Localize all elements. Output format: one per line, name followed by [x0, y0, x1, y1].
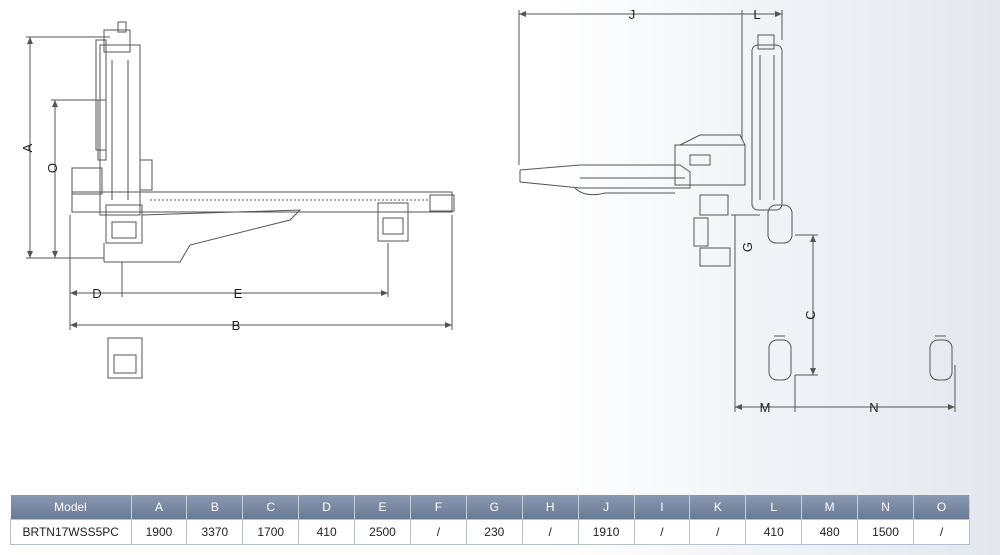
- side-view-drawing: [518, 10, 956, 412]
- table-cell: /: [912, 519, 971, 545]
- dim-label-b: B: [232, 318, 241, 333]
- table-cell: 410: [298, 519, 356, 545]
- technical-drawing: A O D E B J L G C M N: [20, 7, 956, 415]
- header-cell: L: [745, 495, 803, 520]
- front-view-drawing: [26, 21, 455, 379]
- dim-label-d: D: [92, 286, 101, 301]
- table-cell: 1910: [577, 519, 635, 545]
- header-cell: O: [913, 495, 971, 520]
- header-cell: C: [242, 495, 300, 520]
- table-row: BRTN17WSS5PC 1900 3370 1700 410 2500 / 2…: [10, 519, 971, 545]
- header-cell: H: [522, 495, 579, 520]
- table-cell: 3370: [186, 519, 244, 545]
- table-cell: /: [689, 519, 747, 545]
- header-cell: J: [578, 495, 635, 520]
- header-cell: D: [298, 495, 356, 520]
- header-cell: K: [689, 495, 747, 520]
- dim-label-o: O: [45, 163, 60, 173]
- dim-label-m: M: [760, 400, 771, 415]
- table-cell: 410: [745, 519, 803, 545]
- header-cell: B: [186, 495, 244, 520]
- spec-table: Model A B C D E F G H J I K L M N O BRTN…: [10, 495, 971, 545]
- dim-label-e: E: [234, 286, 243, 301]
- header-cell: A: [131, 495, 188, 520]
- dim-label-n: N: [869, 400, 878, 415]
- header-cell: Model: [10, 495, 132, 520]
- header-cell: I: [634, 495, 691, 520]
- dim-label-l: L: [753, 7, 760, 22]
- dim-label-j: J: [629, 7, 636, 22]
- header-cell: E: [354, 495, 411, 520]
- table-cell: 480: [801, 519, 859, 545]
- table-cell: 1700: [242, 519, 300, 545]
- table-cell: /: [521, 519, 579, 545]
- table-cell: /: [409, 519, 467, 545]
- header-cell: G: [466, 495, 523, 520]
- table-cell: BRTN17WSS5PC: [10, 519, 132, 545]
- table-cell: /: [633, 519, 691, 545]
- table-cell: 230: [465, 519, 523, 545]
- spec-table-header-row: Model A B C D E F G H J I K L M N O: [10, 495, 971, 520]
- table-cell: 2500: [354, 519, 411, 545]
- dim-label-c: C: [803, 310, 818, 319]
- table-cell: 1500: [857, 519, 914, 545]
- dim-label-a: A: [20, 143, 35, 152]
- header-cell: M: [801, 495, 859, 520]
- header-cell: N: [857, 495, 914, 520]
- table-cell: 1900: [130, 519, 188, 545]
- dim-label-g: G: [740, 242, 755, 252]
- header-cell: F: [410, 495, 467, 520]
